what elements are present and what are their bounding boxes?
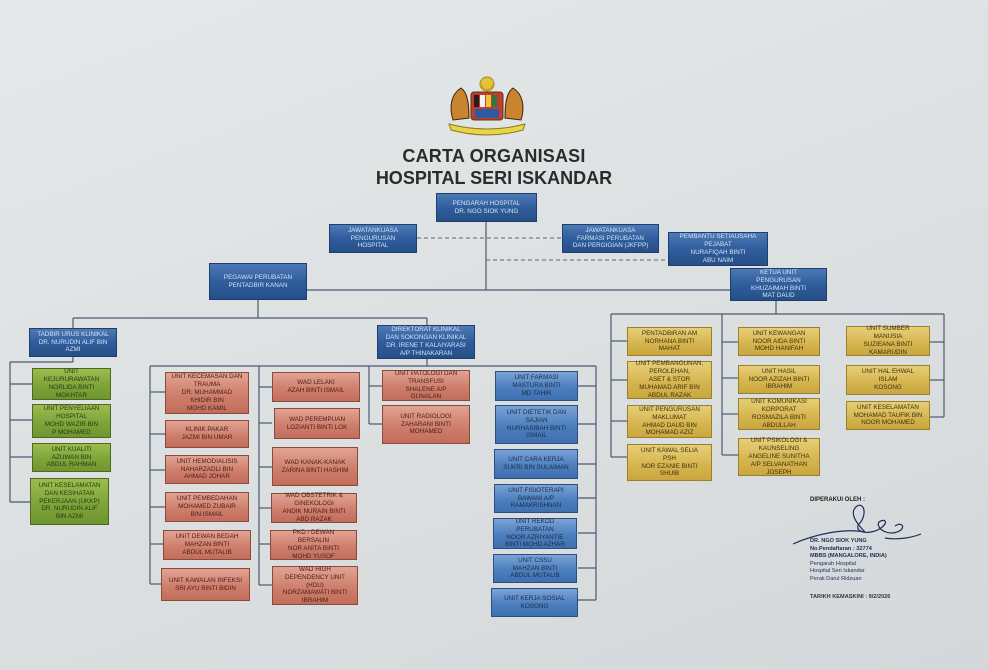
unit-box[interactable]: UNIT RADIOLOGI ZAHARANI BINTI MOHAMED xyxy=(382,405,470,444)
last-updated-date: TARIKH KEMASKINI : 9/2/2026 xyxy=(810,594,891,600)
signatory-state: Perak Darul Ridzuan xyxy=(810,575,862,582)
unit-box[interactable]: UNIT FARMASI MASTURA BINTI MD TAHIR xyxy=(495,371,578,401)
unit-box[interactable]: KLINIK PAKAR JAZMI BIN UMAR xyxy=(165,420,249,448)
unit-box[interactable]: UNIT PENGURUSAN MAKLUMAT AHMAD DAUD BIN … xyxy=(627,405,712,438)
unit-box[interactable]: UNIT HEMODIALISIS NAHARZADLI BIN AHMAD J… xyxy=(165,455,249,484)
unit-box[interactable]: UNIT HAL EHWAL ISLAM KOSONG xyxy=(846,365,930,395)
clinical-directorate-head-box[interactable]: DIREKTORAT KLINIKAL DAN SOKONGAN KLINIKA… xyxy=(377,325,475,359)
unit-box[interactable]: UNIT PATOLOGI DAN TRANSFUSI SHALENE A/P … xyxy=(382,370,470,401)
registration-number: No.Pendaftaran : 32774 xyxy=(810,545,872,552)
signatory-name: DR. NGO SIOK YUNG xyxy=(810,538,867,544)
unit-box[interactable]: UNIT PEMBANGUNAN, PEROLEHAN, ASET & STOR… xyxy=(627,360,712,399)
management-head-box[interactable]: KETUA UNIT PENGURUSAN KHUZAIMAH BINTI MA… xyxy=(730,268,827,301)
hospital-committee-box[interactable]: JAWATANKUASA PENGURUSAN HOSPITAL xyxy=(329,224,417,253)
unit-box[interactable]: UNIT CSSU MAHZAN BINTI ABDUL MUTALIB xyxy=(493,554,577,583)
jata-negara-crest-icon xyxy=(441,72,533,142)
pharmacy-committee-box[interactable]: JAWATANKUASA FARMASI PERUBATAN DAN PERGI… xyxy=(562,224,659,253)
ward-box[interactable]: WAD OBSTETRIK & GINEKOLOGI ANDIK NURAIN … xyxy=(271,492,357,523)
unit-box[interactable]: UNIT KOMUNIKASI KORPORAT ROSMAZILA BINTI… xyxy=(738,398,820,430)
unit-box[interactable]: UNIT SUMBER MANUSIA SUZIEANA BINTI KAMAR… xyxy=(846,325,930,356)
signatory-position: Pengarah Hospital xyxy=(810,560,857,567)
unit-box[interactable]: UNIT KAWAL SELIA PSH NOR EZANIE BINTI SH… xyxy=(627,444,712,481)
clinical-governance-head-box[interactable]: TADBIR URUS KLINIKAL DR. NURUDIN ALIF BI… xyxy=(29,328,117,357)
chart-title-line1: CARTA ORGANISASI xyxy=(402,146,586,166)
director-box[interactable]: PENGARAH HOSPITAL DR. NGO SIOK YUNG xyxy=(436,193,537,222)
ward-box[interactable]: WAD PEREMPUAN LOZIANTI BINTI LOK xyxy=(274,408,360,439)
unit-box[interactable]: UNIT KECEMASAN DAN TRAUMA DR. MUHAMMAD K… xyxy=(165,372,249,414)
unit-box[interactable]: UNIT HASIL NOOR AZIZAH BINTI IBRAHIM xyxy=(738,365,820,394)
senior-admin-officer-box[interactable]: PEGAWAI PERUBATAN PENTADBIR KANAN xyxy=(209,263,307,300)
unit-box[interactable]: UNIT FISIOTERAPI BAWANI A/P RAMAKRISHNAN xyxy=(494,484,578,513)
unit-box[interactable]: UNIT PENYELIAAN HOSPITAL MOHD WAZIR BIN … xyxy=(32,404,111,438)
ward-box[interactable]: WAD LELAKI AZAH BINTI ISMAIL xyxy=(272,372,360,402)
qualification: MBBS (MANGALORE, INDIA) xyxy=(810,553,887,560)
unit-box[interactable]: PENTADBIRAN AM NORHANA BINTI MAHAT xyxy=(627,327,712,356)
office-secretary-box[interactable]: PEMBANTU SETIAUSAHA PEJABAT NURAFIQAH BI… xyxy=(668,232,768,266)
unit-box[interactable]: UNIT KEWANGAN NOOR AIDA BINTI MOHD HANIF… xyxy=(738,327,820,356)
unit-box[interactable]: UNIT KUALITI AZUWAN BIN ABDUL RAHMAN xyxy=(32,443,111,472)
unit-box[interactable]: UNIT KESELAMATAN MOHAMAD TAUFIK BIN NOOR… xyxy=(846,401,930,430)
unit-box[interactable]: UNIT KERJA SOSIAL KOSONG xyxy=(491,588,578,617)
unit-box[interactable]: UNIT CARA KERJA SUKRI BIN SULAIMAN xyxy=(494,449,578,479)
unit-box[interactable]: UNIT DEWAN BEDAH MAHZAN BINTI ABDUL MUTA… xyxy=(163,530,251,560)
unit-box[interactable]: UNIT PSIKOLOGI & KAUNSELING ANGELINE SUN… xyxy=(738,437,820,476)
unit-box[interactable]: UNIT PEMBEDAHAN MOHAMED ZUBAIR BIN ISMAI… xyxy=(165,492,249,522)
chart-title-line2: HOSPITAL SERI ISKANDAR xyxy=(375,168,613,188)
unit-box[interactable]: UNIT KEJURURAWATAN NORLIDA BINTI MOKHTAR xyxy=(32,368,111,400)
ward-box[interactable]: WAD HIGH DEPENDENCY UNIT (HDU) NORZAMAWA… xyxy=(272,566,358,605)
certification-block: DR. NGO SIOK YUNG No.Pendaftaran : 32774… xyxy=(810,538,887,583)
ward-box[interactable]: PKD / DEWAN BERSALIN NOR ANITA BINTI MOH… xyxy=(270,529,357,560)
unit-box[interactable]: UNIT KAWALAN INFEKSI SRI AYU BINTI BIDIN xyxy=(161,568,250,601)
ward-box[interactable]: WAD KANAK-KANAK ZARINA BINTI HASHIM xyxy=(272,447,358,486)
unit-box[interactable]: UNIT DIETETIK DAN SAJIAN NURHASIBAH BINT… xyxy=(495,405,578,444)
unit-box[interactable]: UNIT KESELAMATAN DAN KESIHATAN PEKERJAAN… xyxy=(30,478,109,525)
signatory-hospital: Hospital Seri Iskandar xyxy=(810,568,865,575)
unit-box[interactable]: UNIT REKOD PERUBATAN NOOR AZRIYANTIE BIN… xyxy=(493,518,577,549)
certified-by-label: DIPERAKUI OLEH : xyxy=(810,497,866,503)
signature-icon xyxy=(792,504,922,545)
